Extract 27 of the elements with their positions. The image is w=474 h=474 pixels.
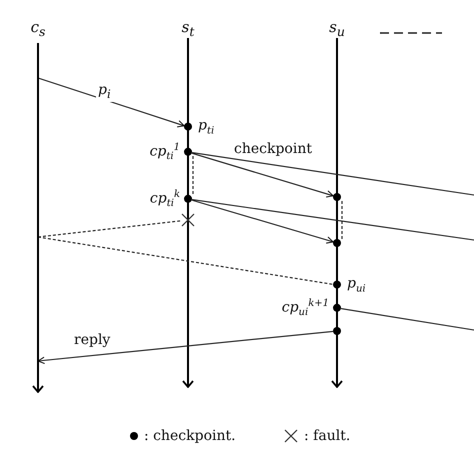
lifeline-label: s$_{u}$ (329, 18, 345, 41)
checkpoint-dot (333, 327, 341, 335)
edge-label: reply (72, 332, 112, 348)
arrow (38, 77, 185, 128)
arrow (38, 330, 334, 364)
checkpoint-dot (333, 239, 341, 247)
dashed-line (341, 201, 343, 239)
checkpoint-event (150, 142, 192, 162)
dashed-line (38, 236, 334, 285)
edge-label: checkpoint (232, 141, 314, 157)
lifeline-label: s$_{t}$ (182, 18, 194, 41)
event-label: p$_{ti}$ (198, 118, 214, 136)
legend-text: : checkpoint. (144, 428, 236, 444)
dashed-line (192, 156, 194, 195)
message-line (192, 152, 474, 196)
lifeline-label: c$_{s}$ (30, 18, 46, 41)
message-line (340, 308, 474, 331)
checkpoint-dot (333, 193, 341, 201)
arrow (192, 200, 334, 244)
arrow (192, 152, 334, 198)
legend-text: : fault. (304, 428, 350, 444)
message-line (192, 199, 474, 241)
event-label: p$_{ui}$ (347, 276, 366, 294)
checkpoint-event (282, 298, 341, 318)
fault-mark (181, 213, 195, 227)
checkpoint-event (150, 188, 192, 210)
dashed-line (38, 220, 182, 238)
